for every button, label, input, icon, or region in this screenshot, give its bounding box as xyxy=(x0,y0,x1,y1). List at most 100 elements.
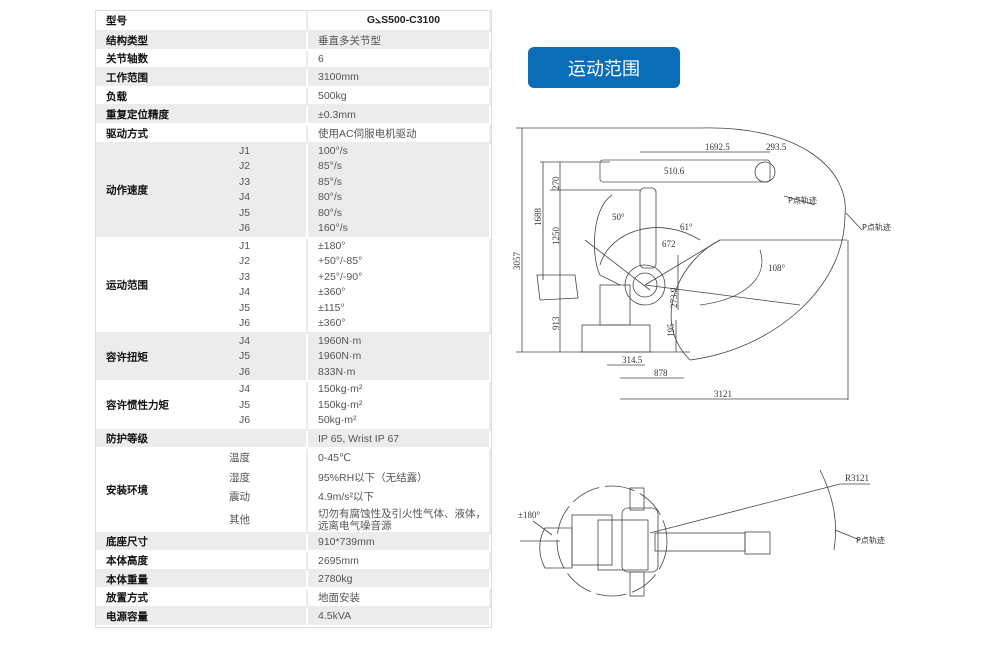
motion-range-button[interactable]: 运动范围 xyxy=(528,47,680,88)
env-value: 4.9m/s²以下 xyxy=(318,491,375,504)
env-key: 其他 xyxy=(229,513,250,526)
dim-label: 1692.5 xyxy=(705,142,730,152)
joint-value: 1960N·m xyxy=(318,334,362,347)
dim-label: 1688 xyxy=(533,208,543,227)
joint-label: J5 xyxy=(239,350,251,363)
row-label: 电源容量 xyxy=(96,608,308,627)
dim-label: 50° xyxy=(612,212,625,222)
env-key: 震动 xyxy=(229,491,250,504)
table-row: 结构类型垂直多关节型 xyxy=(96,32,491,51)
row-value: IP 65, Wrist IP 67 xyxy=(308,430,491,450)
table-row: 重复定位精度±0.3mm xyxy=(96,106,491,125)
p-trajectory-label: P点轨迹 xyxy=(856,535,885,545)
env-value: 切勿有腐蚀性及引火性气体、液体，远离电气噪音源 xyxy=(318,507,486,532)
joint-label: J6 xyxy=(239,222,251,235)
table-header-row: 型号 G⦣S500-C3100 xyxy=(96,11,491,32)
joint-value: 80°/s xyxy=(318,191,343,204)
joint-value: 833N·m xyxy=(318,365,356,378)
upper-arm-shape xyxy=(599,159,771,183)
row-label: 防护等级 xyxy=(96,430,308,450)
row-value: 2695mm xyxy=(308,552,491,571)
env-value: 0-45℃ xyxy=(318,452,351,465)
joint-label: J1 xyxy=(239,144,251,157)
row-label: 负载 xyxy=(96,87,308,107)
dim-label: 61° xyxy=(680,222,693,232)
joint-label: J6 xyxy=(239,317,251,330)
row-value: ±0.3mm xyxy=(308,106,491,125)
p-trajectory-label: P点轨迹 xyxy=(862,222,891,232)
joint-label: J5 xyxy=(239,301,251,314)
dim-label: 195 xyxy=(666,323,676,337)
dim-label: 270 xyxy=(551,176,561,190)
row-value: 地面安装 xyxy=(308,589,491,609)
joint-value: 150kg·m² xyxy=(318,383,363,396)
row-label: 动作速度 xyxy=(106,184,148,197)
joint-label: J2 xyxy=(239,255,251,268)
joint-value: 1960N·m xyxy=(318,350,362,363)
joint-label: J6 xyxy=(239,365,251,378)
top-view-drawing: ±180° R3121 P点轨迹 xyxy=(518,469,885,597)
joint-label: J2 xyxy=(239,160,251,173)
row-label: 容许惯性力矩 xyxy=(106,399,169,412)
row-label: 结构类型 xyxy=(96,32,308,51)
header-label: 型号 xyxy=(96,11,308,32)
joint-label: J4 xyxy=(239,286,251,299)
env-value: 95%RH以下（无结露） xyxy=(318,471,428,484)
dim-label: 273.9 xyxy=(669,287,679,308)
dim-label: 878 xyxy=(654,368,668,378)
row-label: 驱动方式 xyxy=(96,124,308,144)
row-label: 重复定位精度 xyxy=(96,106,308,125)
joint-label: J4 xyxy=(239,334,251,347)
joint-label: J4 xyxy=(239,383,251,396)
joint-value: ±360° xyxy=(318,317,346,330)
dim-label: 293.5 xyxy=(766,142,787,152)
joint-label: J3 xyxy=(239,175,251,188)
dim-label: 3121 xyxy=(714,389,732,399)
env-row: 安装环境 温度湿度震动其他 0-45℃ 95%RH以下（无结露） 4.9m/s²以下… xyxy=(96,449,491,534)
row-label: 本体高度 xyxy=(96,552,308,571)
row-value: 垂直多关节型 xyxy=(308,32,491,51)
joint-value: 50kg·m² xyxy=(318,414,357,427)
joint-label: J1 xyxy=(239,239,251,252)
joint-label: J5 xyxy=(239,206,251,219)
row-label: 关节轴数 xyxy=(96,50,308,70)
row-label: 安装环境 xyxy=(106,484,148,497)
dim-label: 314.5 xyxy=(622,355,643,365)
joint-value: 150kg·m² xyxy=(318,398,363,411)
env-key: 温度 xyxy=(229,452,250,465)
row-label: 底座尺寸 xyxy=(96,533,308,553)
joint-value: 100°/s xyxy=(318,144,348,157)
dim-label: 108° xyxy=(768,263,786,273)
joint-label: J5 xyxy=(239,398,251,411)
env-key: 湿度 xyxy=(229,471,250,484)
dim-label: 3057 xyxy=(512,252,522,271)
row-value: 500kg xyxy=(308,87,491,107)
joint-value: 160°/s xyxy=(318,222,348,235)
joint-value: +25°/-90° xyxy=(318,270,363,283)
p-trajectory-label: P点轨迹 xyxy=(788,195,817,205)
joint-label: J3 xyxy=(239,270,251,283)
model-value: G⦣S500-C3100 xyxy=(308,11,491,32)
joint-value: ±180° xyxy=(318,239,346,252)
joint-value: +50°/-85° xyxy=(318,255,363,268)
row-value: 2780kg xyxy=(308,570,491,590)
joint-value: ±115° xyxy=(318,301,345,314)
table-row: 驱动方式使用AC伺服电机驱动 xyxy=(96,124,491,144)
row-value: 使用AC伺服电机驱动 xyxy=(308,124,491,144)
row-value: 4.5kVA xyxy=(308,608,491,627)
dim-label: 510.6 xyxy=(664,166,685,176)
angle-label: ±180° xyxy=(518,510,540,520)
row-label: 本体重量 xyxy=(96,570,308,590)
side-view-drawing: 1692.5 293.5 510.6 270 1688 1250 3057 91… xyxy=(512,127,891,400)
joint-label: J4 xyxy=(239,191,251,204)
